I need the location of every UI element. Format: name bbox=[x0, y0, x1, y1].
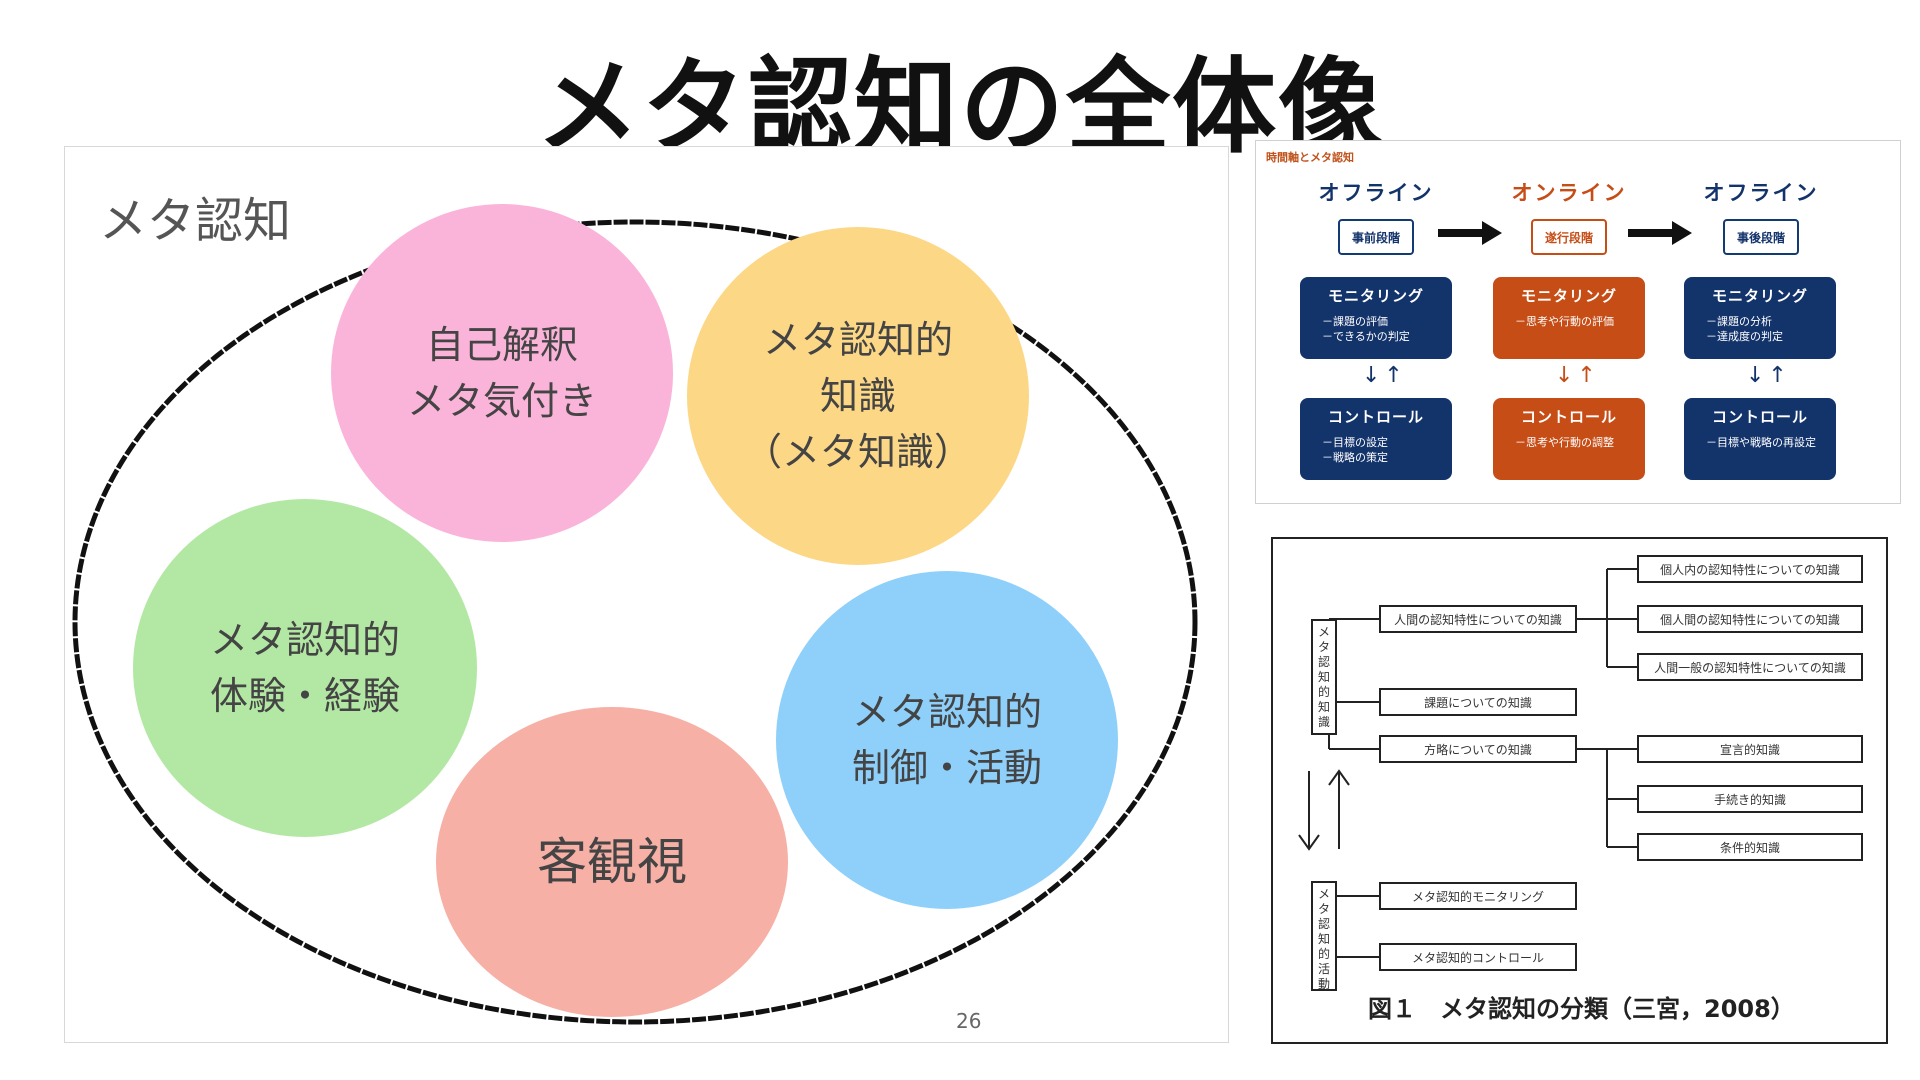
control-box-post: コントロール －目標や戦略の再設定 bbox=[1684, 398, 1836, 480]
figure-caption: 図１ メタ認知の分類（三宮，2008） bbox=[1368, 995, 1795, 1023]
strategy-procedural: 手続き的知識 bbox=[1637, 785, 1863, 813]
knowledge-root-box: メ タ 認 知 的 知 識 bbox=[1311, 619, 1337, 735]
monitoring-box-during: モニタリング －思考や行動の評価 bbox=[1493, 277, 1645, 359]
stage-label: 事後段階 bbox=[1723, 219, 1799, 255]
stage-label: 遂行段階 bbox=[1531, 219, 1607, 255]
circle-objective-view: 客観視 bbox=[436, 707, 788, 1017]
box-item: －目標の設定 bbox=[1322, 436, 1388, 449]
box-title: コントロール bbox=[1327, 408, 1424, 426]
box-item: －思考や行動の評価 bbox=[1515, 315, 1614, 328]
category-task: 課題についての知識 bbox=[1379, 688, 1577, 716]
circle-text: 制御・活動 bbox=[851, 746, 1042, 790]
root-char: 活 bbox=[1317, 962, 1330, 976]
updown-arrows-icon: ↓↑ bbox=[1555, 363, 1600, 388]
root-char: 識 bbox=[1317, 715, 1330, 729]
updown-arrows-icon: ↓↑ bbox=[1362, 363, 1407, 388]
metacognition-slide: メタ認知 自己解釈 メタ気付き メタ認知的 知識 （メタ知識） メタ認知的 体験… bbox=[64, 146, 1229, 1043]
circle-metacognitive-control: メタ認知的 制御・活動 bbox=[776, 571, 1118, 909]
box-title: コントロール bbox=[1711, 408, 1808, 426]
strategy-conditional: 条件的知識 bbox=[1637, 833, 1863, 861]
circle-text: 知識 bbox=[819, 374, 896, 418]
box-title: モニタリング bbox=[1327, 287, 1424, 305]
box-title: コントロール bbox=[1520, 408, 1617, 426]
monitoring-box-post: モニタリング －課題の分析 －達成度の判定 bbox=[1684, 277, 1836, 359]
root-char: メ bbox=[1317, 625, 1330, 639]
updown-arrows-icon: ↓↑ bbox=[1746, 363, 1791, 388]
box-title: モニタリング bbox=[1520, 287, 1617, 305]
timeline-heading: 時間軸とメタ認知 bbox=[1266, 151, 1354, 164]
root-char: 知 bbox=[1317, 670, 1330, 684]
right-arrow-icon bbox=[1438, 221, 1502, 245]
box-item: －目標や戦略の再設定 bbox=[1706, 436, 1816, 449]
box-item: －課題の分析 bbox=[1706, 315, 1772, 328]
circle-text: メタ認知的 bbox=[851, 690, 1042, 734]
control-box-during: コントロール －思考や行動の調整 bbox=[1493, 398, 1645, 480]
human-sub-inter: 個人間の認知特性についての知識 bbox=[1637, 605, 1863, 633]
right-arrow-icon bbox=[1628, 221, 1692, 245]
strategy-declarative: 宣言的知識 bbox=[1637, 735, 1863, 763]
timeline-column-post: オフライン 事後段階 bbox=[1681, 177, 1841, 255]
timeline-panel: 時間軸とメタ認知 オフライン 事前段階 オンライン 遂行段階 オフライン 事後段… bbox=[1255, 140, 1901, 504]
outer-ellipse bbox=[72, 219, 1198, 1025]
timeline-column-during: オンライン 遂行段階 bbox=[1489, 177, 1649, 255]
category-strategy: 方略についての知識 bbox=[1379, 735, 1577, 763]
box-item: －できるかの判定 bbox=[1322, 330, 1410, 343]
phase-label: オンライン bbox=[1511, 181, 1627, 205]
box-item: －課題の評価 bbox=[1322, 315, 1388, 328]
circle-text: 体験・経験 bbox=[209, 674, 400, 718]
box-item: －思考や行動の調整 bbox=[1515, 436, 1614, 449]
root-char: タ bbox=[1317, 640, 1330, 654]
phase-label: オフライン bbox=[1703, 181, 1819, 205]
circle-text: メタ認知的 bbox=[209, 618, 400, 662]
circle-text: メタ認知的 bbox=[762, 318, 953, 362]
timeline-column-pre: オフライン 事前段階 bbox=[1296, 177, 1456, 255]
box-title: モニタリング bbox=[1711, 287, 1808, 305]
circle-text: メタ気付き bbox=[406, 379, 597, 423]
activity-monitoring: メタ認知的モニタリング bbox=[1379, 882, 1577, 910]
circle-text: 自己解釈 bbox=[425, 323, 578, 367]
category-human: 人間の認知特性についての知識 bbox=[1379, 605, 1577, 633]
circle-self-interpretation: 自己解釈 メタ気付き bbox=[331, 204, 673, 542]
circle-text: 客観視 bbox=[537, 833, 687, 891]
slide-title: メタ認知 bbox=[99, 193, 292, 249]
root-char: 動 bbox=[1317, 977, 1330, 991]
slide-page-number: 26 bbox=[956, 1009, 982, 1033]
circle-metacognitive-knowledge: メタ認知的 知識 （メタ知識） bbox=[687, 227, 1029, 565]
root-char: 認 bbox=[1317, 655, 1330, 669]
human-sub-intra: 個人内の認知特性についての知識 bbox=[1637, 555, 1863, 583]
root-char: 的 bbox=[1317, 685, 1330, 699]
root-char: タ bbox=[1317, 902, 1330, 916]
root-char: メ bbox=[1317, 887, 1330, 901]
circle-text: （メタ知識） bbox=[743, 430, 972, 474]
control-box-pre: コントロール －目標の設定 －戦略の策定 bbox=[1300, 398, 1452, 480]
root-char: 知 bbox=[1317, 932, 1330, 946]
box-item: －戦略の策定 bbox=[1322, 451, 1388, 464]
phase-label: オフライン bbox=[1318, 181, 1434, 205]
stage-label: 事前段階 bbox=[1338, 219, 1414, 255]
root-char: 認 bbox=[1317, 917, 1330, 931]
monitoring-box-pre: モニタリング －課題の評価 －できるかの判定 bbox=[1300, 277, 1452, 359]
classification-diagram: メ タ 認 知 的 知 識 人間の認知特性についての知識 課題についての知識 方… bbox=[1271, 537, 1888, 1044]
activity-root-box: メ タ 認 知 的 活 動 bbox=[1311, 881, 1337, 991]
human-sub-general: 人間一般の認知特性についての知識 bbox=[1637, 653, 1863, 681]
box-item: －達成度の判定 bbox=[1706, 330, 1783, 343]
activity-control: メタ認知的コントロール bbox=[1379, 943, 1577, 971]
circle-metacognitive-experience: メタ認知的 体験・経験 bbox=[133, 499, 477, 837]
root-char: 知 bbox=[1317, 700, 1330, 714]
root-char: 的 bbox=[1317, 947, 1330, 961]
